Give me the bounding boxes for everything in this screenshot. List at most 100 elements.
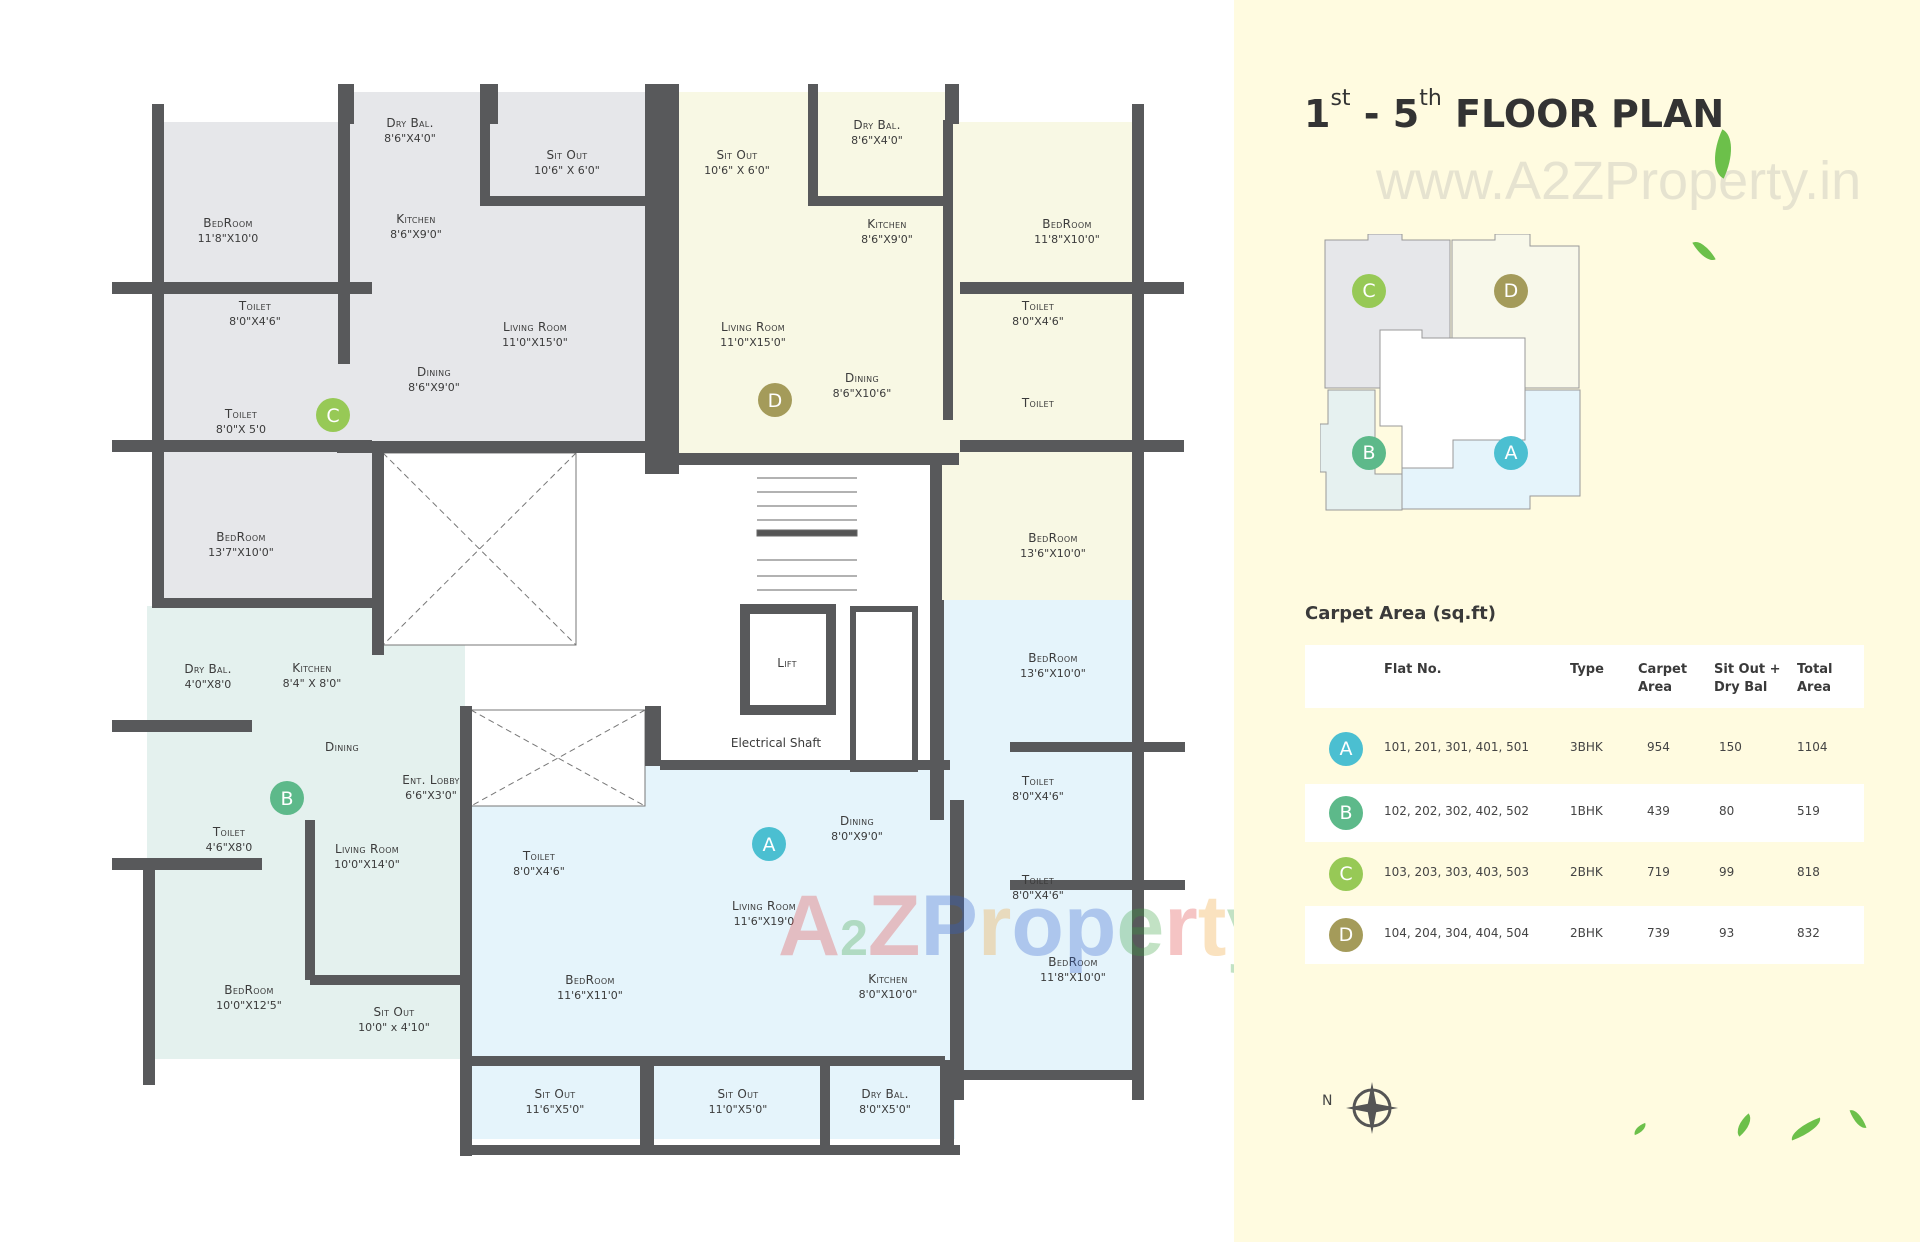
room-label: Toilet — [1021, 396, 1054, 410]
header-flat: Flat No. — [1384, 662, 1442, 677]
cell-total: 818 — [1797, 865, 1820, 879]
room-name: Sit Out — [718, 1087, 759, 1101]
room-label: Dry Bal.8'0"X5'0" — [859, 1087, 911, 1116]
unit-d-zone — [645, 92, 1139, 600]
room-name: BedRoom — [1048, 955, 1097, 969]
room-name: Dry Bal. — [861, 1087, 908, 1101]
unit-badge: D — [1329, 918, 1363, 952]
room-name: Kitchen — [292, 661, 331, 675]
room-name: Sit Out — [547, 148, 588, 162]
unit-badge-letter: D — [768, 390, 783, 412]
info-panel — [1234, 0, 1920, 1242]
unit-badge-c — [316, 398, 350, 432]
room-label: Dining — [325, 740, 359, 754]
cell-type: 1BHK — [1570, 804, 1603, 818]
room-dimensions: 11'6"X19'0 — [734, 915, 795, 928]
room-name: Living Room — [503, 320, 567, 334]
cell-carpet: 954 — [1647, 740, 1670, 754]
unit-badge: C — [1329, 857, 1363, 891]
room-dimensions: 8'6"X4'0" — [851, 134, 903, 147]
room-name: Toilet — [522, 849, 555, 863]
unit-c-zone — [159, 92, 645, 600]
room-name: Toilet — [1021, 774, 1054, 788]
cell-sitout: 93 — [1719, 926, 1735, 940]
room-dimensions: 11'0"X5'0" — [709, 1103, 768, 1116]
room-dimensions: 8'6"X9'0" — [408, 381, 460, 394]
staircase — [756, 477, 858, 591]
room-dimensions: 10'6" X 6'0" — [534, 164, 600, 177]
room-name: Dining — [325, 740, 359, 754]
key-plan-badge-b: B — [1352, 436, 1386, 470]
walls — [112, 84, 1185, 1156]
cell-type: 2BHK — [1570, 865, 1603, 879]
title-to: 5 — [1392, 92, 1420, 136]
table-header: Flat No. Type Carpet Area Sit Out + Dry … — [1305, 645, 1864, 708]
header-type: Type — [1570, 662, 1604, 677]
room-dimensions: 8'6"X9'0" — [861, 233, 913, 246]
room-name: Living Room — [721, 320, 785, 334]
room-dimensions: 8'6"X10'6" — [833, 387, 892, 400]
cell-sitout: 150 — [1719, 740, 1742, 754]
room-label: Living Room 11'6"X19'0 — [732, 899, 796, 928]
room-dimensions: 8'4" X 8'0" — [283, 677, 342, 690]
room-label: Dry Bal. 8'6"X4'0" — [851, 118, 903, 147]
header-total: Total Area — [1797, 662, 1833, 695]
room-dimensions: 13'7"X10'0" — [208, 546, 274, 559]
title-from: 1 — [1304, 92, 1331, 136]
room-name: Dry Bal. — [853, 118, 900, 132]
title-rest: FLOOR PLAN — [1441, 92, 1725, 136]
north-label: N — [1322, 1093, 1332, 1109]
title-sep: - — [1350, 92, 1393, 136]
room-dimensions: 11'6"X11'0" — [557, 989, 623, 1002]
room-name: Toilet — [238, 299, 271, 313]
room-name: Kitchen — [868, 972, 907, 986]
room-name: BedRoom — [1028, 651, 1077, 665]
room-dimensions: 13'6"X10'0" — [1020, 547, 1086, 560]
room-dimensions: 11'8"X10'0 — [198, 232, 259, 245]
room-dimensions: 8'0"X9'0" — [831, 830, 883, 843]
room-name: Dry Bal. — [386, 116, 433, 130]
room-name: Kitchen — [396, 212, 435, 226]
room-name: Sit Out — [374, 1005, 415, 1019]
room-dimensions: 8'0"X4'6" — [1012, 315, 1064, 328]
header-sitout: Sit Out + Dry Bal — [1714, 662, 1781, 695]
unit-badge-letter: C — [326, 405, 339, 427]
room-dimensions: 10'6" X 6'0" — [704, 164, 770, 177]
room-name: BedRoom — [203, 216, 252, 230]
compass-icon: N — [1322, 1082, 1398, 1134]
key-plan-badge-a: A — [1494, 436, 1528, 470]
room-name: Toilet — [212, 825, 245, 839]
room-name: Kitchen — [867, 217, 906, 231]
cell-type: 2BHK — [1570, 926, 1603, 940]
cell-type: 3BHK — [1570, 740, 1603, 754]
title-to-sup: th — [1419, 86, 1442, 111]
unit-badge: A — [1329, 732, 1363, 766]
room-label: Dry Bal.8'6"X4'0" — [384, 116, 436, 145]
cell-total: 1104 — [1797, 740, 1828, 754]
room-name: Living Room — [732, 899, 796, 913]
room-label: Dry Bal.4'0"X8'0 — [184, 662, 231, 691]
key-plan-badge-c: C — [1352, 274, 1386, 308]
room-name: Ent. Lobby — [402, 773, 460, 787]
room-name: Dining — [845, 371, 879, 385]
room-label: Kitchen 8'6"X9'0" — [861, 217, 913, 246]
room-name: Toilet — [224, 407, 257, 421]
